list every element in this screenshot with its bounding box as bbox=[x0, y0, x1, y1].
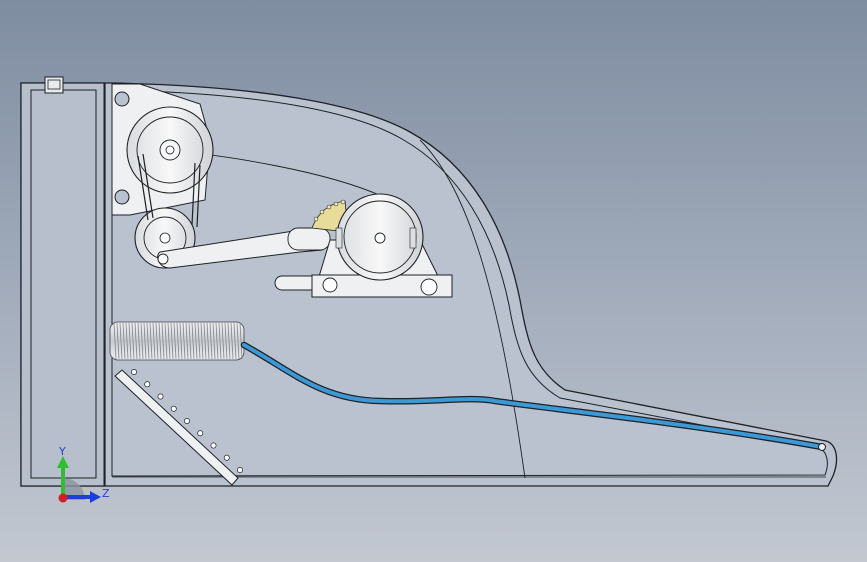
bracket-hole-top bbox=[114, 91, 130, 107]
guide-rail bbox=[114, 369, 239, 486]
coordinate-triad: Y Z bbox=[57, 445, 110, 503]
spring-coil bbox=[179, 322, 183, 360]
spring-coil bbox=[173, 322, 177, 360]
base-pin-left bbox=[322, 277, 338, 293]
spring-coil bbox=[128, 322, 132, 360]
upper-pulley[interactable] bbox=[126, 106, 214, 194]
guide-roller bbox=[170, 405, 177, 412]
rod-slot bbox=[287, 227, 331, 251]
spring-coil bbox=[176, 322, 180, 360]
spring-coil bbox=[122, 322, 126, 360]
spring-coil bbox=[191, 322, 195, 360]
inclined-guide[interactable] bbox=[114, 369, 243, 486]
spring-coil bbox=[203, 322, 207, 360]
drum-flange-left bbox=[335, 227, 343, 249]
spring-coil bbox=[155, 322, 159, 360]
spring-coil bbox=[188, 322, 192, 360]
tube-inner bbox=[242, 343, 824, 449]
y-axis-arrow bbox=[57, 456, 69, 468]
guide-rollers bbox=[131, 369, 243, 473]
z-axis-arrow bbox=[90, 491, 101, 503]
upper-pulley-groove bbox=[136, 116, 204, 184]
left-compartment[interactable] bbox=[20, 76, 106, 487]
spring-coil bbox=[218, 322, 222, 360]
spring-coil bbox=[185, 322, 189, 360]
guide-roller bbox=[237, 467, 243, 473]
spring-coil bbox=[116, 322, 120, 360]
spring-coil bbox=[113, 322, 117, 360]
blue-tube[interactable] bbox=[240, 341, 826, 451]
guide-roller bbox=[144, 381, 151, 388]
guide-roller bbox=[223, 454, 230, 461]
upper-pulley-axle bbox=[165, 145, 175, 155]
x-axis-dot bbox=[58, 493, 68, 503]
spring-coil bbox=[143, 322, 147, 360]
y-axis-label: Y bbox=[58, 445, 66, 458]
triad-base bbox=[63, 478, 85, 500]
spring-coil bbox=[131, 322, 135, 360]
z-axis-label: Z bbox=[102, 487, 110, 500]
spring-coil bbox=[206, 322, 210, 360]
guide-roller bbox=[184, 418, 190, 424]
spring-coil bbox=[233, 322, 237, 360]
bracket-hole-bottom bbox=[114, 189, 130, 205]
spring-coil bbox=[167, 322, 171, 360]
spring-coil bbox=[230, 322, 234, 360]
spring-coil bbox=[140, 322, 144, 360]
guide-roller bbox=[131, 369, 137, 375]
spring-coils bbox=[113, 322, 243, 360]
spring-coil bbox=[119, 322, 123, 360]
drum-flange-right bbox=[409, 227, 417, 249]
base-pin-right bbox=[420, 278, 438, 296]
spring-coil bbox=[212, 322, 216, 360]
spring-coil bbox=[134, 322, 138, 360]
spring-coil bbox=[215, 322, 219, 360]
spring-coil bbox=[236, 322, 240, 360]
spring-coil bbox=[161, 322, 165, 360]
spring-coil bbox=[149, 322, 153, 360]
spring-coil bbox=[152, 322, 156, 360]
rod-end-pin bbox=[157, 253, 169, 265]
drive-belt bbox=[137, 153, 201, 228]
spring-coil bbox=[227, 322, 231, 360]
spring-coil bbox=[239, 322, 243, 360]
spring-coil bbox=[200, 322, 204, 360]
spring-coil bbox=[224, 322, 228, 360]
tube-end-fitting bbox=[818, 443, 826, 451]
top-handle-inner bbox=[47, 79, 61, 90]
guide-roller bbox=[197, 430, 204, 437]
left-compartment-wall bbox=[20, 82, 106, 487]
guide-roller bbox=[210, 442, 217, 449]
housing-front-edge bbox=[419, 139, 526, 479]
spring-coil bbox=[146, 322, 150, 360]
spring-coil bbox=[164, 322, 168, 360]
spring-coil bbox=[221, 322, 225, 360]
spring-coil bbox=[194, 322, 198, 360]
drum-axle bbox=[374, 232, 386, 244]
spring-coil bbox=[182, 322, 186, 360]
spring-coil bbox=[170, 322, 174, 360]
connecting-rod[interactable] bbox=[157, 227, 331, 269]
guide-roller bbox=[157, 393, 164, 400]
spring-coil bbox=[197, 322, 201, 360]
drum-roller-assembly[interactable] bbox=[274, 193, 453, 298]
spring-coil bbox=[125, 322, 129, 360]
spring-coil bbox=[209, 322, 213, 360]
spring-coil bbox=[158, 322, 162, 360]
lower-pulley-hub bbox=[159, 232, 171, 244]
coil-spring[interactable] bbox=[109, 321, 245, 361]
spring-coil bbox=[137, 322, 141, 360]
